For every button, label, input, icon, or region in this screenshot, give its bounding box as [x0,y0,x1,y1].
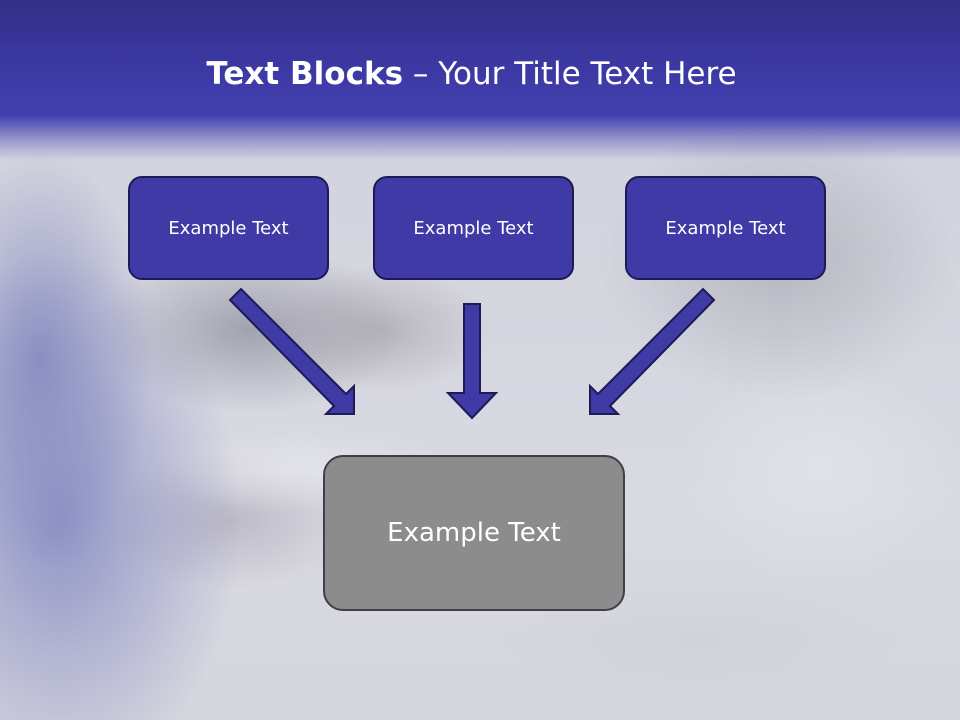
text-block-2[interactable]: Example Text [373,176,574,280]
slide-title: Text Blocks – Your Title Text Here [0,52,943,96]
text-block-2-label: Example Text [413,217,534,239]
header-bar [0,0,960,160]
text-block-3[interactable]: Example Text [625,176,826,280]
text-block-1-label: Example Text [168,217,289,239]
text-block-1[interactable]: Example Text [128,176,329,280]
title-rest-text: – Your Title Text Here [403,56,737,92]
target-text-block[interactable]: Example Text [323,455,625,611]
title-bold-text: Text Blocks [206,56,404,92]
text-block-3-label: Example Text [665,217,786,239]
target-text-block-label: Example Text [387,518,561,548]
